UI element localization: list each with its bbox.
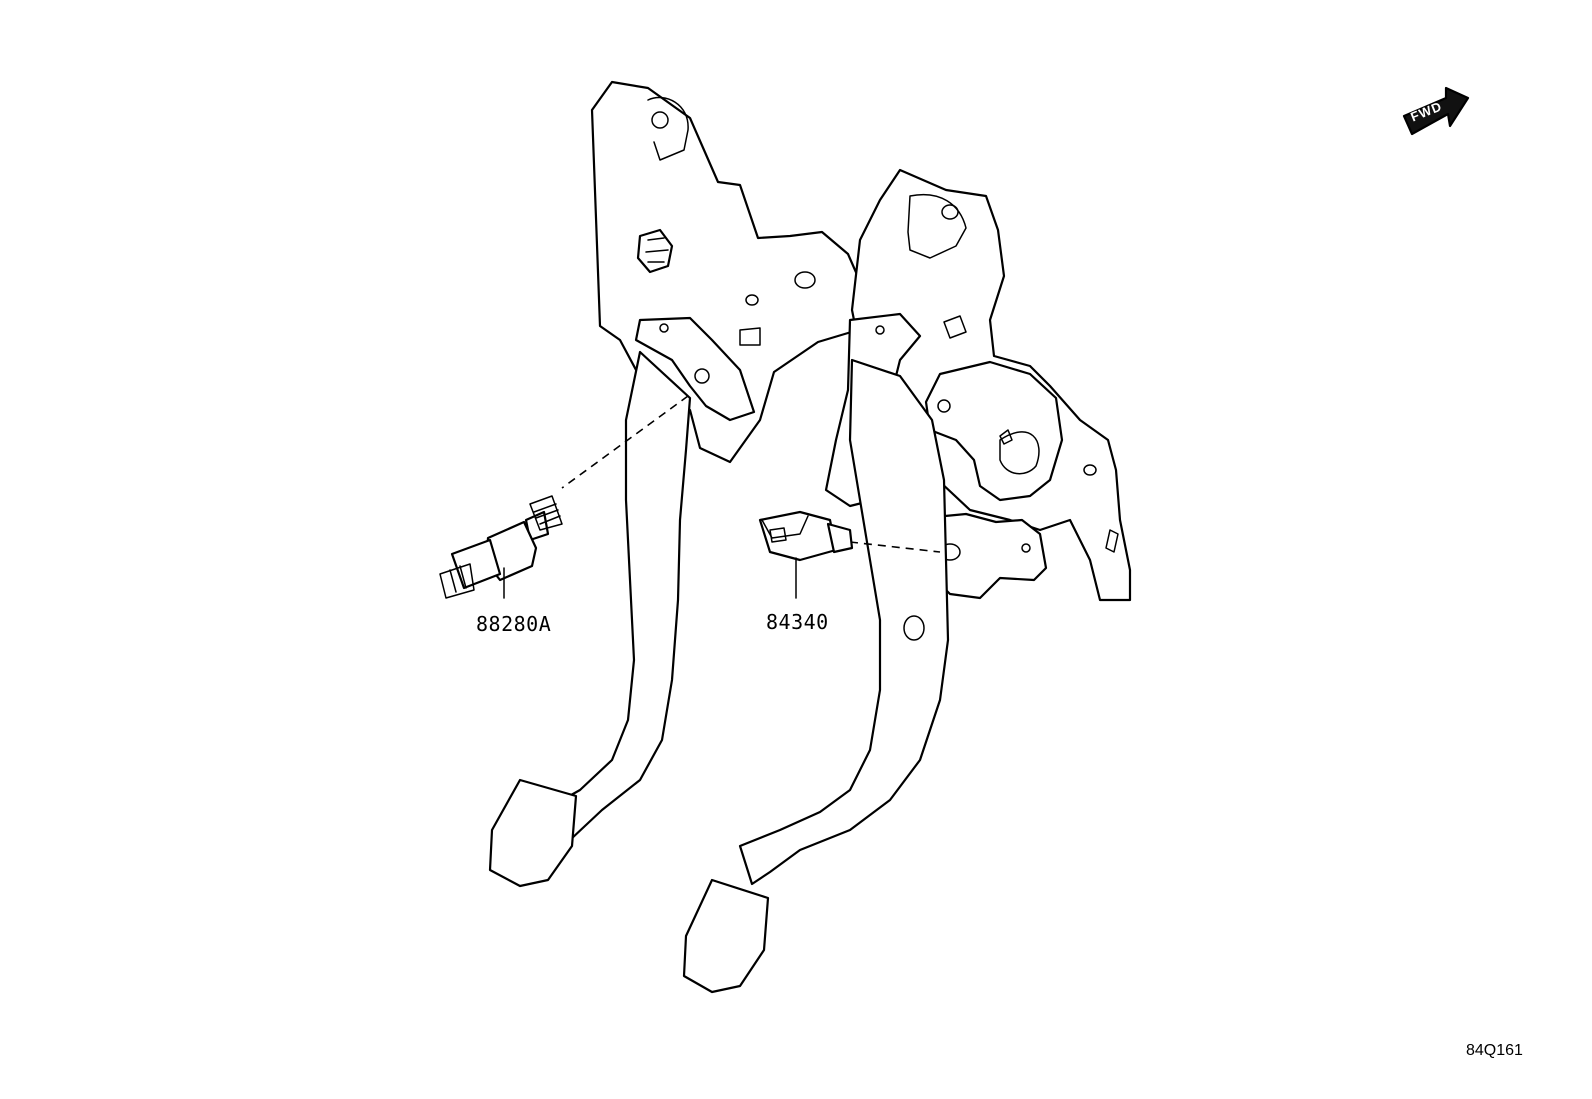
part-number-label-88280a: 88280A — [476, 612, 552, 636]
part-number-label-84340: 84340 — [766, 610, 829, 634]
part-84340-switch — [758, 510, 941, 599]
fwd-arrow-icon — [1402, 86, 1470, 136]
part-88280a-switch — [439, 395, 689, 599]
right-pedal — [682, 168, 1132, 994]
left-pedal — [488, 80, 864, 888]
diagram-code: 84Q161 — [1466, 1042, 1523, 1059]
